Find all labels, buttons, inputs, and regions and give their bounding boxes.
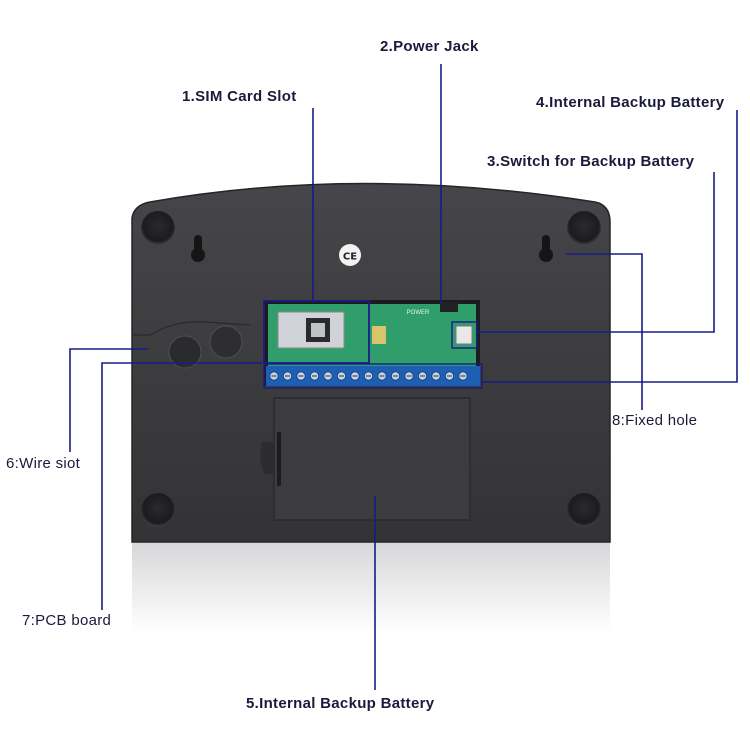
wire-slot-bump-right (209, 325, 243, 359)
keyhole-right (539, 235, 553, 262)
callout-wire-slot: 6:Wire siot (6, 455, 81, 472)
callout-pcb-board: 7:PCB board (22, 612, 112, 629)
terminal-highlight-box (263, 363, 483, 389)
callout-fixed-hole: 8:Fixed hole (612, 412, 698, 429)
pcb-chip (372, 326, 386, 344)
sim-card-slot (277, 311, 345, 349)
device-reflection (132, 540, 610, 632)
ce-mark-text: CE (343, 252, 357, 263)
switch-highlight-box (451, 321, 478, 349)
body-panel-line (132, 321, 251, 336)
terminal-screws (269, 371, 468, 381)
keyhole-left (191, 235, 205, 262)
leader-lines (69, 64, 738, 690)
pcb-power-silkscreen: POWER (407, 310, 430, 316)
leader-wire-slot (69, 348, 148, 452)
rubber-foot-bottom-left (141, 493, 175, 527)
rubber-foot-top-right (567, 211, 601, 245)
leader-switch (477, 172, 715, 333)
callout-switch-backup-battery: 3.Switch for Backup Battery (487, 153, 695, 170)
callout-power-jack: 2.Power Jack (380, 38, 479, 55)
battery-cover (273, 397, 471, 521)
callout-internal-backup-battery-bottom: 5.Internal Backup Battery (246, 695, 435, 712)
leader-internal-battery-top (482, 110, 738, 383)
battery-cover-tab (260, 442, 274, 474)
backup-battery-switch (455, 325, 473, 345)
leader-pcb-board (101, 362, 262, 610)
ce-mark: CE (339, 244, 361, 266)
power-jack (440, 302, 458, 312)
rubber-foot-top-left (141, 211, 175, 245)
leader-fixed-hole (566, 253, 643, 410)
battery-cover-notch (277, 432, 281, 486)
callout-internal-backup-battery-top: 4.Internal Backup Battery (536, 94, 725, 111)
rubber-foot-bottom-right (567, 493, 601, 527)
callout-sim-card-slot: 1.SIM Card Slot (182, 88, 297, 105)
sim-slot-highlight-box (263, 300, 370, 364)
wire-slot-bump-left (168, 335, 202, 369)
